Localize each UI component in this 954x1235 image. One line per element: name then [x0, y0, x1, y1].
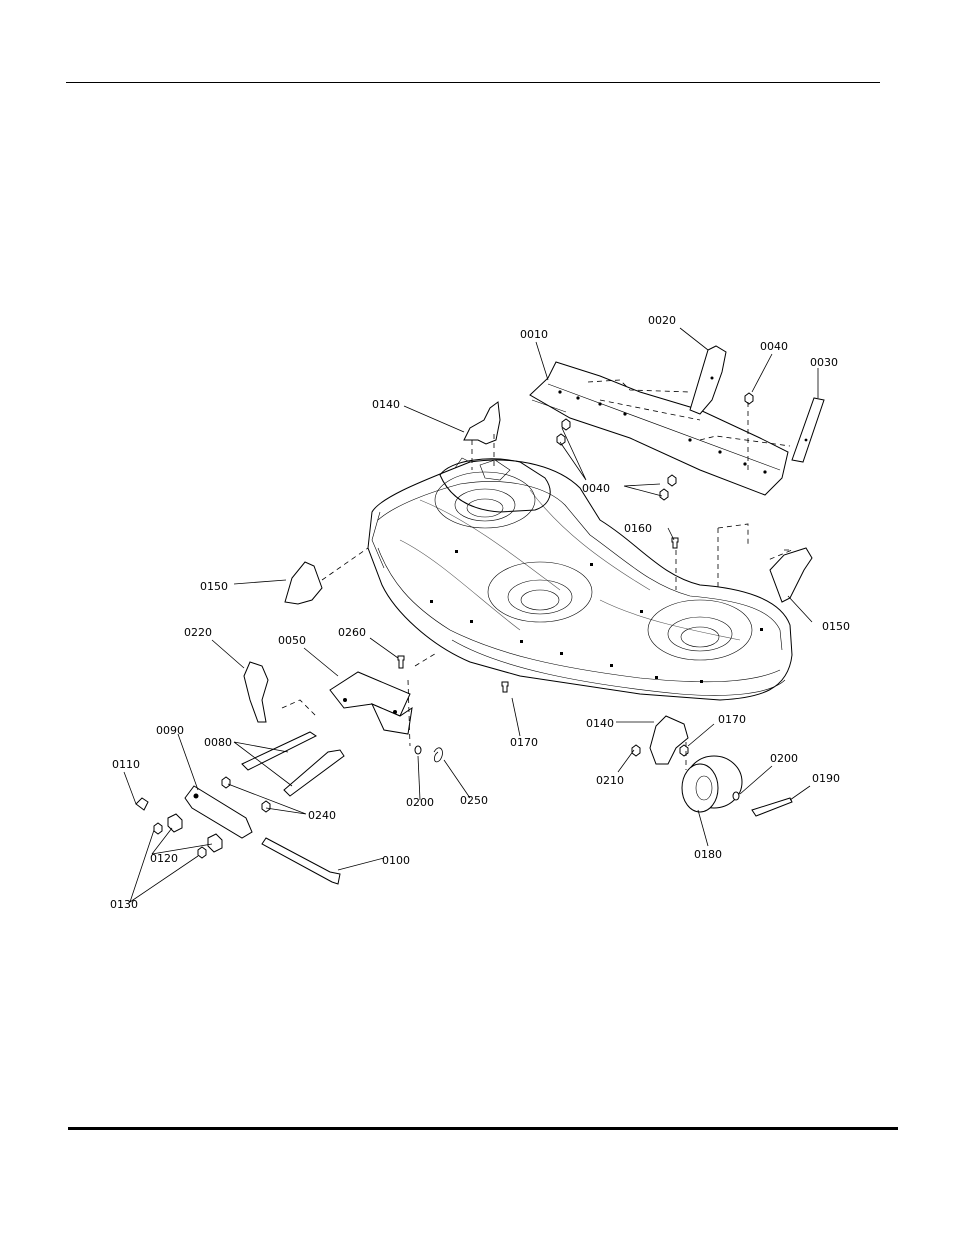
callout-0200-right: 0200 [770, 752, 798, 765]
callout-0110: 0110 [112, 758, 140, 771]
side-bracket-right [770, 548, 812, 602]
callout-0140-right: 0140 [586, 717, 614, 730]
callout-0210: 0210 [596, 774, 624, 787]
callout-0260: 0260 [338, 626, 366, 639]
callout-0220: 0220 [184, 626, 212, 639]
callout-0140-left: 0140 [372, 398, 400, 411]
side-bracket-left [285, 562, 322, 604]
lift-rods [242, 732, 344, 884]
callout-0040-mid: 0040 [582, 482, 610, 495]
callout-0130: 0130 [110, 898, 138, 911]
callout-0120: 0120 [150, 852, 178, 865]
callout-0150-right: 0150 [822, 620, 850, 633]
lift-arm-0220 [244, 662, 268, 722]
callout-0080: 0080 [204, 736, 232, 749]
callout-0050: 0050 [278, 634, 306, 647]
deck-bracket-right [650, 716, 688, 764]
callout-0040-top: 0040 [760, 340, 788, 353]
mower-deck [368, 458, 792, 700]
rear-strap [792, 398, 824, 462]
callout-0250: 0250 [460, 794, 488, 807]
callout-0010: 0010 [520, 328, 548, 341]
callout-0200-left: 0200 [406, 796, 434, 809]
deck-support-plate [330, 672, 412, 734]
bottom-rule [68, 1127, 898, 1130]
callout-0030: 0030 [810, 356, 838, 369]
callout-0160: 0160 [624, 522, 652, 535]
callout-0150-left: 0150 [200, 580, 228, 593]
adjust-bracket-0090 [185, 786, 252, 838]
callout-0240: 0240 [308, 809, 336, 822]
callout-0090: 0090 [156, 724, 184, 737]
callout-0170-deck: 0170 [510, 736, 538, 749]
deck-bracket-left [464, 402, 500, 444]
callout-0100: 0100 [382, 854, 410, 867]
callout-0190: 0190 [812, 772, 840, 785]
callout-0170-right: 0170 [718, 713, 746, 726]
callout-0180: 0180 [694, 848, 722, 861]
small-fasteners-left [398, 656, 442, 762]
callout-0020: 0020 [648, 314, 676, 327]
front-hanger-bracket [690, 346, 726, 414]
